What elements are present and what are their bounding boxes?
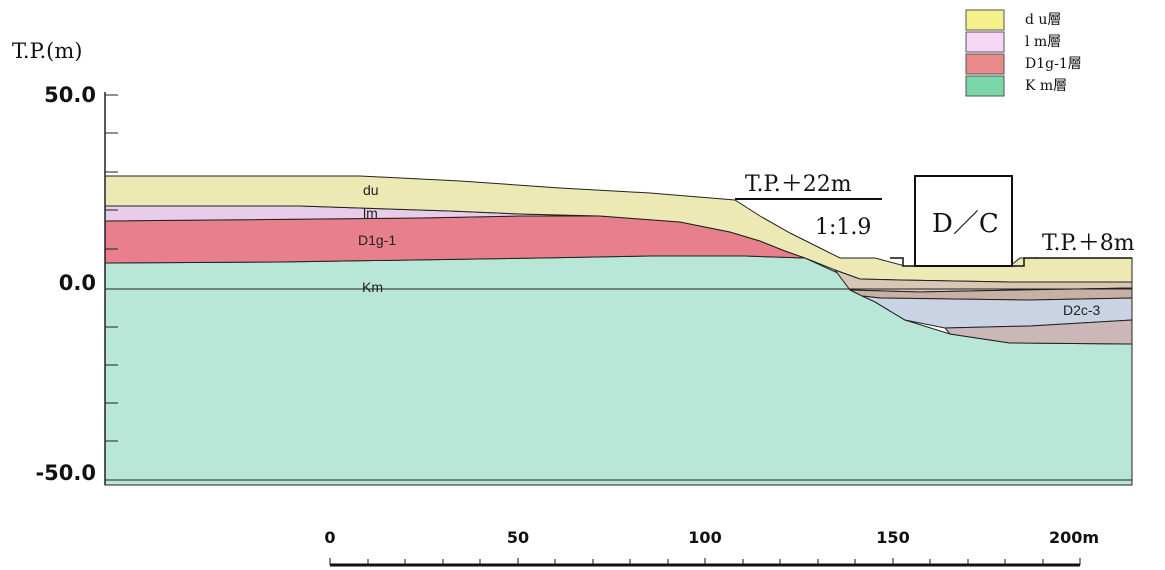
layer-label-km: Km xyxy=(362,279,383,295)
legend: d u層 l m層 D1g-1層 K m層 xyxy=(965,9,1082,97)
scale-label-200: 200m xyxy=(1049,528,1099,547)
y-tick-label-0: 0.0 xyxy=(59,271,96,295)
legend-label-du: d u層 xyxy=(1025,12,1061,28)
y-axis-ticks xyxy=(105,94,118,481)
layer-label-lm: lm xyxy=(363,205,378,221)
right-level-label: T.P.＋8m xyxy=(1042,231,1135,256)
scale-label-0: 0 xyxy=(324,528,335,547)
layer-label-d1g-1: D1g-1 xyxy=(358,232,396,248)
scale-label-150: 150 xyxy=(876,528,909,547)
legend-swatch-du xyxy=(965,9,1005,31)
y-axis-title: T.P.(m) xyxy=(12,39,82,63)
legend-swatch-km xyxy=(965,75,1005,97)
legend-label-km: K m層 xyxy=(1025,78,1067,94)
layer-label-du: du xyxy=(363,182,379,198)
crest-level-label: T.P.＋22m xyxy=(745,172,852,197)
legend-swatch-d1g-1 xyxy=(965,53,1005,75)
legend-label-d1g-1: D1g-1層 xyxy=(1025,56,1082,72)
scale-bar: 0 50 100 150 200m xyxy=(324,528,1099,567)
legend-swatch-lm xyxy=(965,31,1005,53)
lower-right-band xyxy=(943,319,1133,345)
legend-label-lm: l m層 xyxy=(1025,34,1061,50)
layer-label-d2c-3: D2c-3 xyxy=(1063,302,1101,318)
scale-label-100: 100 xyxy=(688,528,721,547)
slope-ratio-label: 1:1.9 xyxy=(815,215,871,240)
structure-footing xyxy=(890,257,1036,267)
scale-label-50: 50 xyxy=(507,528,529,547)
y-tick-label-minus50: -50.0 xyxy=(35,461,96,485)
structure-label: D／C xyxy=(932,209,999,239)
y-tick-label-50: 50.0 xyxy=(44,83,96,107)
scale-bar-ticks xyxy=(329,558,1081,565)
